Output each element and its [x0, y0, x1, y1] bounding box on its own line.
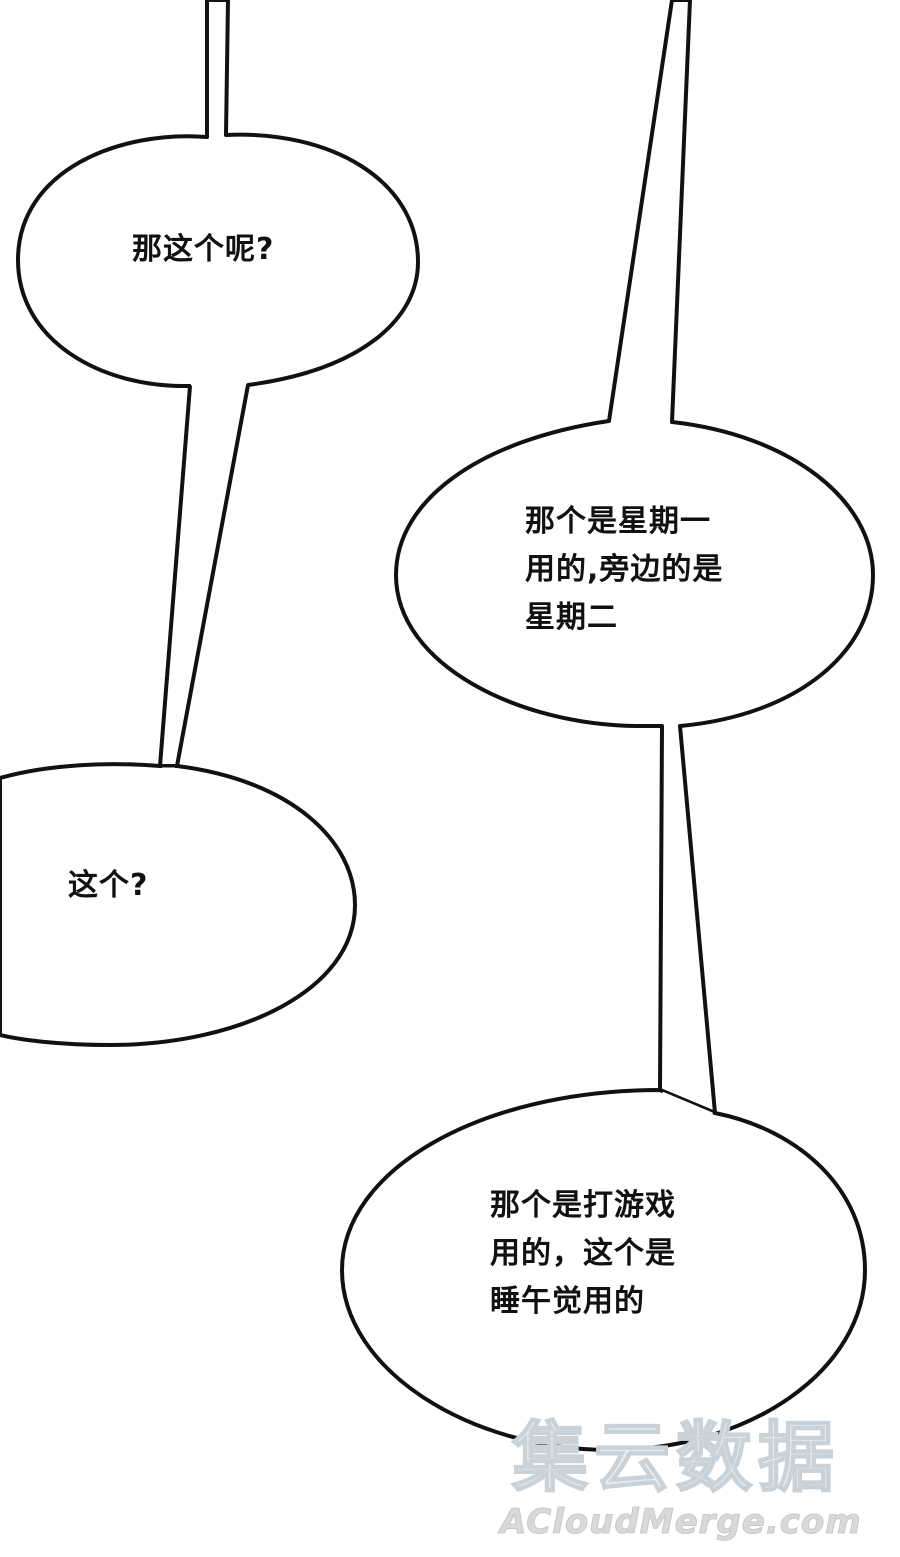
speech-bubble-3 [0, 762, 357, 1047]
bubble-2-text: 那个是星期一 用的,旁边的是 星期二 [525, 504, 724, 635]
bubble-1-text: 那这个呢? [132, 232, 275, 267]
bubble-4-text: 那个是打游戏 用的，这个是 睡午觉用的 [490, 1188, 676, 1319]
watermark-logo: 集云数据 ACloudMerge.com [500, 1410, 890, 1550]
watermark-en: ACloudMerge.com [500, 1502, 862, 1543]
watermark-cn: 集云数据 [511, 1412, 840, 1503]
speech-bubble-4 [340, 1088, 867, 1452]
bubble-3-text: 这个? [68, 868, 149, 903]
